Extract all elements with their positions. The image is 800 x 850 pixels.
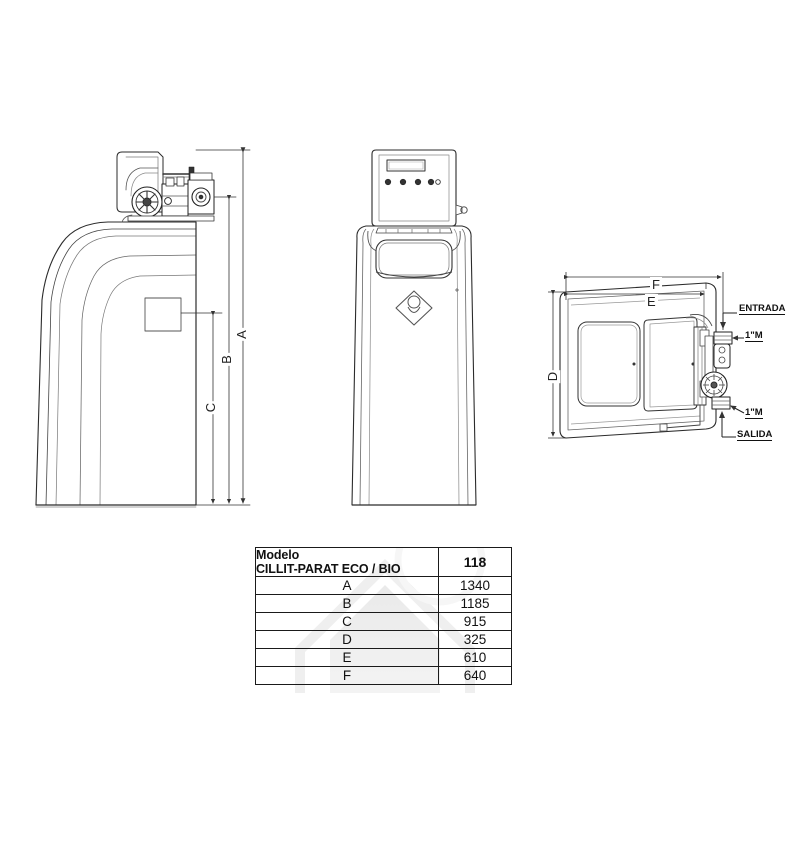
model-label: Modelo [256, 548, 300, 562]
inlet-thread-label: 1"M [745, 330, 763, 342]
dimension-letter-b: B [218, 353, 234, 366]
table-row: D 325 [255, 630, 512, 649]
table-header-row: Modelo CILLIT-PARAT ECO / BIO 118 [255, 547, 512, 577]
control-panel-front [371, 149, 468, 234]
row-value-b: 1185 [438, 594, 512, 613]
control-valve-assembly-plan [659, 314, 733, 432]
row-value-f: 640 [438, 666, 512, 685]
front-elevation-view [351, 149, 477, 506]
table-row: C 915 [255, 612, 512, 631]
control-valve-assembly-side [116, 151, 215, 223]
row-value-a: 1340 [438, 576, 512, 595]
side-elevation-view [35, 147, 251, 508]
dimension-letter-c: C [203, 400, 219, 415]
outlet-label: SALIDA [737, 429, 773, 441]
callout-leaders [719, 312, 745, 438]
row-value-c: 915 [438, 612, 512, 631]
table-row: B 1185 [255, 594, 512, 613]
outlet-thread-label: 1"M [745, 407, 763, 419]
row-letter-e: E [255, 648, 439, 667]
row-letter-a: A [255, 576, 439, 595]
row-value-d: 325 [438, 630, 512, 649]
row-letter-f: F [255, 666, 439, 685]
model-size-header-cell: 118 [438, 547, 512, 577]
dimension-letter-a: A [233, 328, 249, 341]
row-letter-b: B [255, 594, 439, 613]
diamond-logo [395, 290, 433, 326]
table-row: F 640 [255, 666, 512, 685]
model-name: CILLIT-PARAT ECO / BIO [256, 562, 401, 576]
table-row: A 1340 [255, 576, 512, 595]
dimension-table-container: Modelo CILLIT-PARAT ECO / BIO 118 A 1340… [255, 547, 512, 685]
row-value-e: 610 [438, 648, 512, 667]
row-letter-d: D [255, 630, 439, 649]
dimension-letter-e: E [645, 294, 658, 309]
dimension-letter-d: D [545, 369, 561, 384]
top-plan-view [548, 272, 745, 439]
row-letter-c: C [255, 612, 439, 631]
inlet-label: ENTRADA [739, 303, 786, 315]
dimension-table: Modelo CILLIT-PARAT ECO / BIO 118 A 1340… [255, 547, 512, 685]
table-row: E 610 [255, 648, 512, 667]
model-header-cell: Modelo CILLIT-PARAT ECO / BIO [255, 547, 439, 577]
dimension-table-body: Modelo CILLIT-PARAT ECO / BIO 118 A 1340… [255, 547, 512, 685]
dimension-letter-f: F [650, 277, 662, 292]
